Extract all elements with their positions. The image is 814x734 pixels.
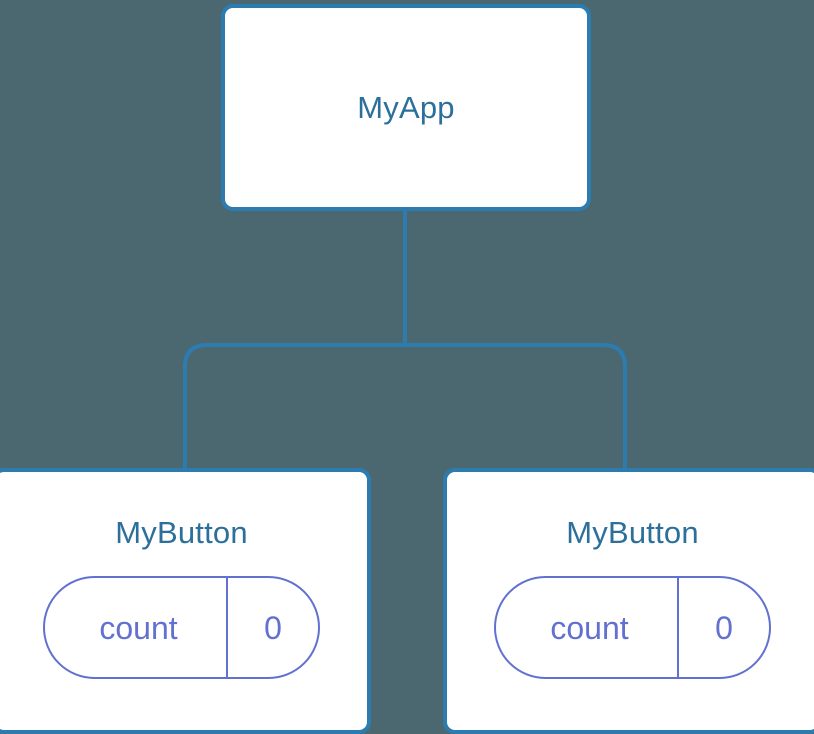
node-myapp-label: MyApp bbox=[357, 90, 455, 125]
state-pill-1[interactable]: count 0 bbox=[43, 576, 320, 679]
state-pill-wrap-2: count 0 bbox=[447, 576, 814, 679]
node-mybutton-2-label: MyButton bbox=[566, 515, 699, 550]
state-pill-2-divider bbox=[677, 578, 679, 677]
node-mybutton-1-label: MyButton bbox=[115, 515, 248, 550]
state-pill-1-value: 0 bbox=[264, 609, 282, 646]
state-pill-1-divider bbox=[226, 578, 228, 677]
node-mybutton-1[interactable]: MyButton count 0 bbox=[0, 468, 371, 734]
edge-bus-to-child-right bbox=[405, 343, 627, 472]
node-mybutton-2[interactable]: MyButton count 0 bbox=[443, 468, 814, 734]
edge-bus-to-child-left bbox=[183, 343, 405, 472]
state-pill-wrap-1: count 0 bbox=[0, 576, 367, 679]
state-pill-2-value: 0 bbox=[715, 609, 733, 646]
state-pill-2[interactable]: count 0 bbox=[494, 576, 771, 679]
state-pill-2-key: count bbox=[550, 609, 629, 646]
state-pill-1-key: count bbox=[99, 609, 178, 646]
node-myapp[interactable]: MyApp bbox=[221, 4, 591, 211]
